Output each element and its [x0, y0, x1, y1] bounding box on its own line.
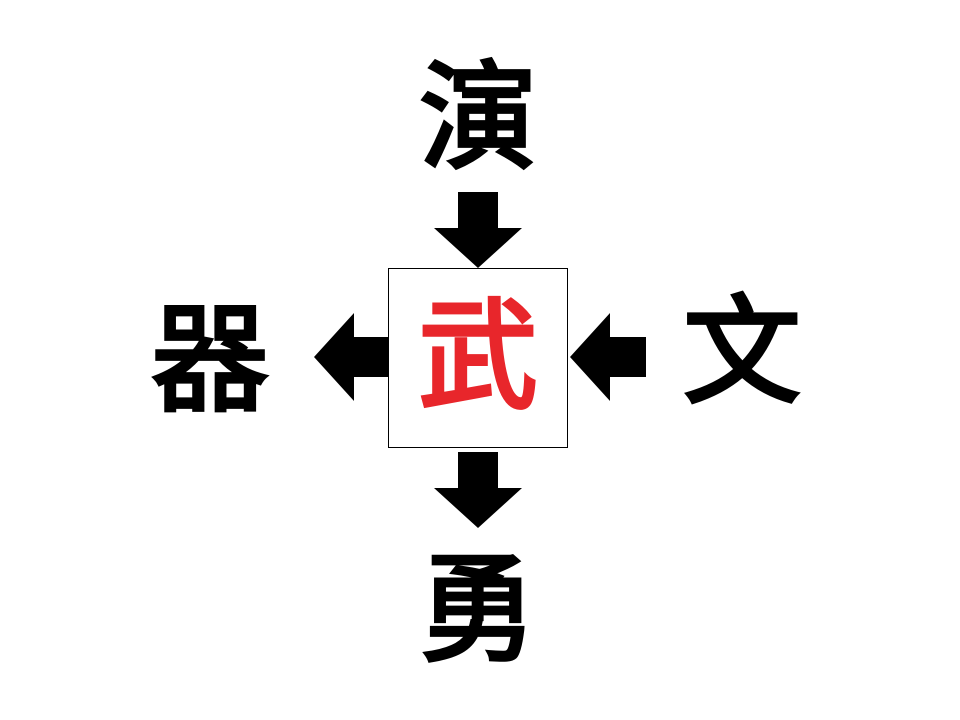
arrow-left-icon [570, 313, 646, 401]
arrow-left-icon [314, 313, 390, 401]
arrow-down-icon [434, 452, 522, 528]
answer-kanji: 武 [418, 288, 538, 427]
bottom-kanji: 勇 [418, 541, 537, 679]
answer-box[interactable]: 武 [388, 268, 568, 448]
top-kanji: 演 [418, 49, 537, 187]
left-kanji: 器 [150, 291, 269, 429]
right-kanji: 文 [682, 283, 801, 421]
arrow-down-icon [434, 192, 522, 268]
